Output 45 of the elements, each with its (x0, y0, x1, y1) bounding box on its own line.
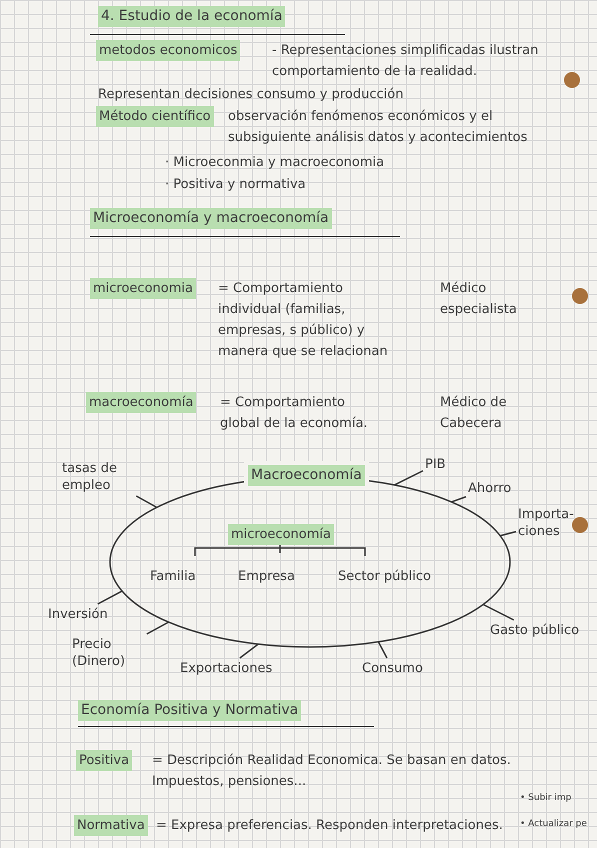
side-note: • Actualizar pe (520, 818, 587, 830)
term-label: Consumo (362, 660, 423, 677)
highlighted-term: metodos economicos (96, 40, 240, 61)
term-label: Importa- ciones (518, 506, 580, 540)
leader-line (239, 644, 259, 659)
page-title: 4. Estudio de la economía (98, 6, 286, 27)
node-label: Macroeconomía (248, 465, 365, 486)
note-text: observación fenómenos económicos y el subsiguiente análisis datos y acontecimientos (228, 108, 528, 147)
leader-line (482, 604, 514, 621)
leader-line (451, 496, 466, 503)
list-item: · Positiva y normativa (165, 176, 306, 194)
note-text: - Representaciones simplificadas ilustran comportamiento de la realidad. (272, 42, 540, 81)
term-label: Gasto público (490, 622, 580, 639)
highlighted-term: Método científico (96, 106, 214, 127)
highlighted-term: microeconomía (228, 524, 334, 545)
highlighted-term: macroeconomía (86, 392, 196, 413)
leader-line (500, 530, 516, 536)
definition-text: = Comportamiento global de la economía. (220, 394, 369, 433)
branch-label: Familia (150, 568, 196, 586)
term-label: Exportaciones (180, 660, 272, 677)
highlighted-term: Normativa (74, 815, 148, 836)
leader-line (146, 621, 169, 635)
list-item: · Microeconmia y macroeconomia (165, 154, 384, 172)
definition-text: = Descripción Realidad Economica. Se basan en datos. Impuestos, pensiones... (152, 752, 512, 791)
section-heading: Microeconomía y macroeconomía (90, 208, 332, 229)
branch-label: Sector público (338, 568, 431, 586)
definition-text: = Comportamiento individual (familias, empresas, s público) y manera que se relacionan (218, 280, 389, 361)
note-text: Representan decisiones consumo y producción (98, 86, 404, 104)
branch-label: Empresa (238, 568, 295, 586)
definition-text: = Expresa preferencias. Responden interpretaciones. (156, 817, 503, 835)
highlighted-term: microeconomia (90, 278, 196, 299)
leader-line (378, 642, 388, 658)
highlighted-term: Positiva (76, 750, 132, 771)
term-label: PIB (425, 456, 446, 473)
term-label: Inversión (48, 606, 108, 623)
leader-line (136, 495, 158, 508)
leader-line (97, 590, 122, 605)
term-label: tasas de empleo (62, 460, 142, 494)
term-label: Precio (Dinero) (72, 636, 152, 670)
side-note: • Subir imp (520, 792, 572, 804)
term-label: Ahorro (468, 480, 512, 497)
section-heading: Economía Positiva y Normativa (78, 700, 302, 721)
note-text: Médico especialista (440, 280, 518, 319)
leader-line (394, 470, 424, 486)
note-text: Médico de Cabecera (440, 394, 508, 433)
